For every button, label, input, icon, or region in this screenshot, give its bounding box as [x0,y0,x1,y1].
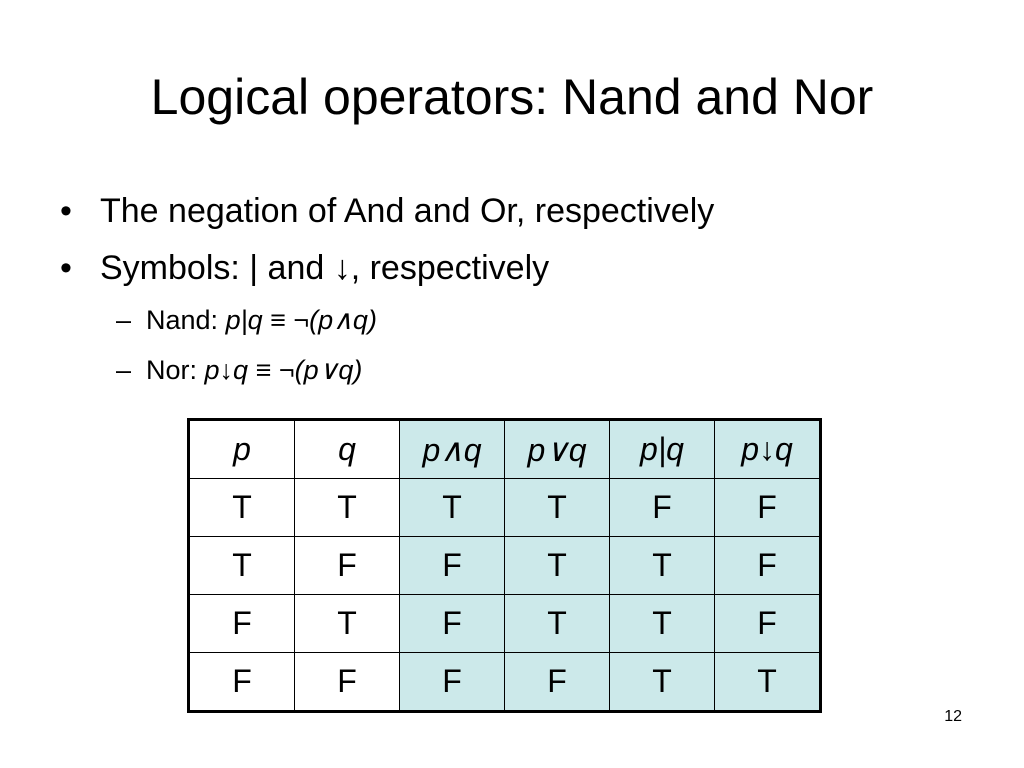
table-header-cell: p∨q [504,419,610,479]
table-cell: T [504,536,610,595]
table-cell: T [714,652,821,712]
sub-bullet-item: –Nor: p↓q ≡ ¬(p∨q) [116,353,362,387]
sub-bullet-formula: p↓q ≡ ¬(p∨q) [204,355,363,385]
bullet-text: Symbols: | and ↓, respectively [100,249,550,287]
table-row: T F F T T F [188,536,821,595]
table-header-cell: q [294,419,400,479]
sub-bullet-item: –Nand: p|q ≡ ¬(p∧q) [116,303,377,337]
table-cell: F [399,594,505,653]
table-cell: F [294,652,400,712]
sub-bullet-label: Nor: [146,355,198,385]
table-cell: T [399,478,505,537]
bullet-text: The negation of And and Or, respectively [100,192,715,230]
page-number: 12 [944,708,962,725]
table-cell: T [609,536,715,595]
table-header-cell: p [188,419,295,479]
table-header-row: p q p∧q p∨q p|q p↓q [188,419,821,479]
table-cell: T [188,536,295,595]
table-cell: F [294,536,400,595]
table-cell: T [609,594,715,653]
table-cell: F [504,652,610,712]
table-cell: T [504,478,610,537]
table-cell: F [714,536,821,595]
table-cell: F [399,536,505,595]
bullet-item: • Symbols: | and ↓, respectively [60,248,549,288]
table-cell: F [609,478,715,537]
table-cell: T [609,652,715,712]
table-cell: F [714,478,821,537]
sub-bullet-formula: p|q ≡ ¬(p∧q) [225,305,377,335]
table-cell: T [188,478,295,537]
table-row: T T T T F F [188,478,821,537]
table-header-cell: p↓q [714,419,821,479]
table-cell: F [188,594,295,653]
table-row: F F F F T T [188,652,821,712]
table-cell: T [294,594,400,653]
sub-bullet-marker: – [116,355,132,385]
slide-title: Logical operators: Nand and Nor [150,69,874,125]
truth-table: p q p∧q p∨q p|q p↓q T T T T F F T F F T … [187,418,822,713]
table-header-cell: p|q [609,419,715,479]
table-cell: F [399,652,505,712]
sub-bullet-marker: – [116,305,132,335]
table-cell: F [714,594,821,653]
bullet-marker: • [60,249,72,287]
table-cell: F [188,652,295,712]
bullet-marker: • [60,192,72,230]
table-row: F T F T T F [188,594,821,653]
table-cell: T [294,478,400,537]
bullet-item: • The negation of And and Or, respectivel… [60,191,714,231]
table-header-cell: p∧q [399,419,505,479]
sub-bullet-label: Nand: [146,305,219,335]
table-cell: T [504,594,610,653]
